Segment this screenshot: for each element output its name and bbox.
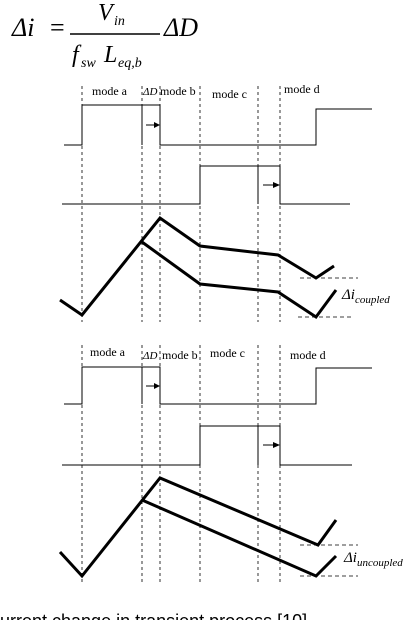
top-delta-i-label: Δicoupled bbox=[341, 287, 390, 306]
bottom-gate-2-arrowhead bbox=[273, 442, 280, 448]
bottom-delta-i-prefix: Δi bbox=[343, 550, 357, 566]
bottom-delta-i-sub: uncoupled bbox=[357, 557, 403, 569]
figure-caption: urrent change in transient process [10] bbox=[0, 611, 307, 620]
formula-denominator-L: L bbox=[103, 42, 117, 68]
top-gate-1-arrowhead bbox=[154, 122, 160, 128]
formula-denominator-f-sub: sw bbox=[81, 56, 96, 71]
bottom-delta-d-label: ΔD bbox=[142, 350, 157, 362]
top-current-waveform-2 bbox=[141, 240, 338, 320]
bottom-gate-signal-2 bbox=[62, 425, 352, 466]
top-gate-signal-2 bbox=[62, 165, 350, 205]
bottom-mode-a-label: mode a bbox=[90, 345, 126, 359]
bottom-mode-c-label: mode c bbox=[210, 346, 245, 360]
top-delta-i-prefix: Δi bbox=[341, 287, 355, 303]
top-gate-2-arrowhead bbox=[273, 182, 280, 188]
top-mode-b-label: mode b bbox=[160, 84, 196, 98]
bottom-gate-signal-1 bbox=[64, 366, 372, 405]
top-delta-i-sub: coupled bbox=[355, 294, 390, 306]
top-panel: mode a ΔD mode b mode c mode d Δicoupled bbox=[59, 82, 390, 322]
bottom-delta-i-label: Δiuncoupled bbox=[343, 550, 403, 569]
bottom-mode-d-label: mode d bbox=[290, 348, 326, 362]
bottom-current-waveform-1 bbox=[58, 476, 338, 579]
bottom-mode-b-label: mode b bbox=[162, 348, 198, 362]
formula-denominator-f: f bbox=[72, 42, 82, 68]
formula-denominator-L-sub: eq,b bbox=[118, 56, 142, 71]
top-mode-c-label: mode c bbox=[212, 87, 247, 101]
formula-equals: = bbox=[50, 13, 65, 42]
top-delta-d-label: ΔD bbox=[142, 86, 157, 98]
formula: Δi = V in f sw L eq,b ΔD bbox=[11, 0, 198, 71]
formula-numerator-sub: in bbox=[114, 14, 125, 29]
bottom-mode-boundaries bbox=[81, 345, 281, 584]
top-mode-a-label: mode a bbox=[92, 84, 128, 98]
formula-numerator-var: V bbox=[98, 0, 115, 26]
top-gate-signal-1 bbox=[64, 104, 372, 146]
bottom-gate-1-arrowhead bbox=[154, 383, 160, 389]
formula-rhs: ΔD bbox=[163, 13, 198, 42]
formula-lhs: Δi bbox=[11, 13, 34, 42]
top-mode-d-label: mode d bbox=[284, 82, 320, 96]
bottom-panel: mode a ΔD mode b mode c mode d Δiuncoupl… bbox=[58, 345, 403, 584]
